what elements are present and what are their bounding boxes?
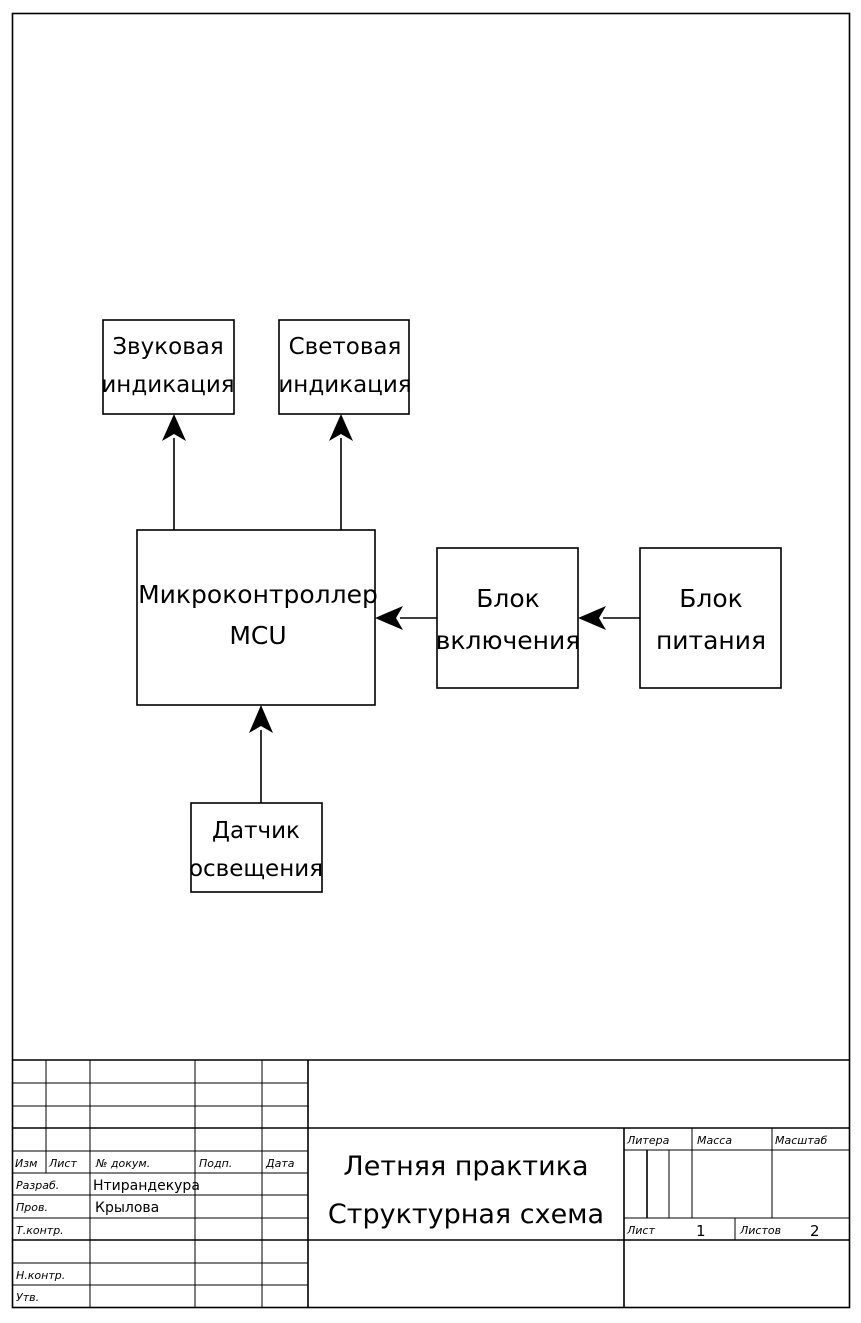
role-tkontr: Т.контр.: [16, 1224, 64, 1237]
block-sound-line2: индикация: [101, 372, 234, 398]
header-podp: Подп.: [199, 1157, 232, 1170]
block-switch-line1: Блок: [476, 584, 540, 613]
block-microcontroller: Микроконтроллер MCU: [136, 529, 378, 706]
header-data: Дата: [265, 1157, 295, 1170]
sheet-frame: [11, 12, 851, 1309]
block-mcu-line2: MCU: [229, 621, 286, 650]
title-block: [12, 1059, 850, 1307]
block-power-line2: питания: [656, 626, 766, 655]
name-razrab: Нтирандекура: [93, 1178, 200, 1194]
title-line-2: Структурная схема: [328, 1199, 604, 1230]
role-nkontr: Н.контр.: [16, 1269, 65, 1282]
title-line-1: Летняя практика: [343, 1151, 588, 1182]
arrowhead-left-switch: [578, 606, 606, 630]
block-light-line1: Световая: [289, 334, 402, 360]
block-sensor-line2: освещения: [189, 856, 323, 882]
block-light-sensor: Датчик освещения: [189, 802, 323, 893]
arrowhead-up-light: [329, 414, 353, 441]
arrowhead-up-mcu: [249, 705, 273, 733]
block-light-indication: Световая индикация: [278, 319, 412, 415]
arrowhead-up-sound: [162, 414, 186, 441]
role-prov: Пров.: [16, 1201, 48, 1214]
block-power-line1: Блок: [679, 584, 743, 613]
role-utv: Утв.: [16, 1291, 39, 1304]
value-listov: 2: [810, 1222, 820, 1240]
block-sensor-line1: Датчик: [212, 818, 300, 844]
block-power: Блок питания: [639, 547, 782, 689]
title-block-text: Изм Лист № докум. Подп. Дата Разраб. Про…: [15, 1134, 827, 1304]
block-sound-line1: Звуковая: [112, 334, 223, 360]
header-izm: Изм: [15, 1157, 37, 1170]
label-litera: Литера: [626, 1134, 670, 1147]
block-sound-indication: Звуковая индикация: [101, 319, 235, 415]
arrowhead-left-mcu: [375, 606, 403, 630]
name-prov: Крылова: [95, 1200, 159, 1216]
connectors: [173, 438, 640, 803]
label-masshtab: Масштаб: [775, 1134, 827, 1147]
label-massa: Масса: [697, 1134, 732, 1147]
arrowheads: [162, 414, 606, 733]
block-light-line2: индикация: [278, 372, 411, 398]
block-switch-line2: включения: [436, 626, 581, 655]
label-list: Лист: [626, 1224, 655, 1237]
header-list: Лист: [48, 1157, 77, 1170]
header-docnum: № докум.: [95, 1157, 150, 1170]
block-switch-on: Блок включения: [436, 547, 581, 689]
role-razrab: Разраб.: [16, 1179, 59, 1192]
block-mcu-line1: Микроконтроллер: [138, 580, 378, 609]
value-list: 1: [696, 1222, 706, 1240]
label-listov: Листов: [739, 1224, 781, 1237]
